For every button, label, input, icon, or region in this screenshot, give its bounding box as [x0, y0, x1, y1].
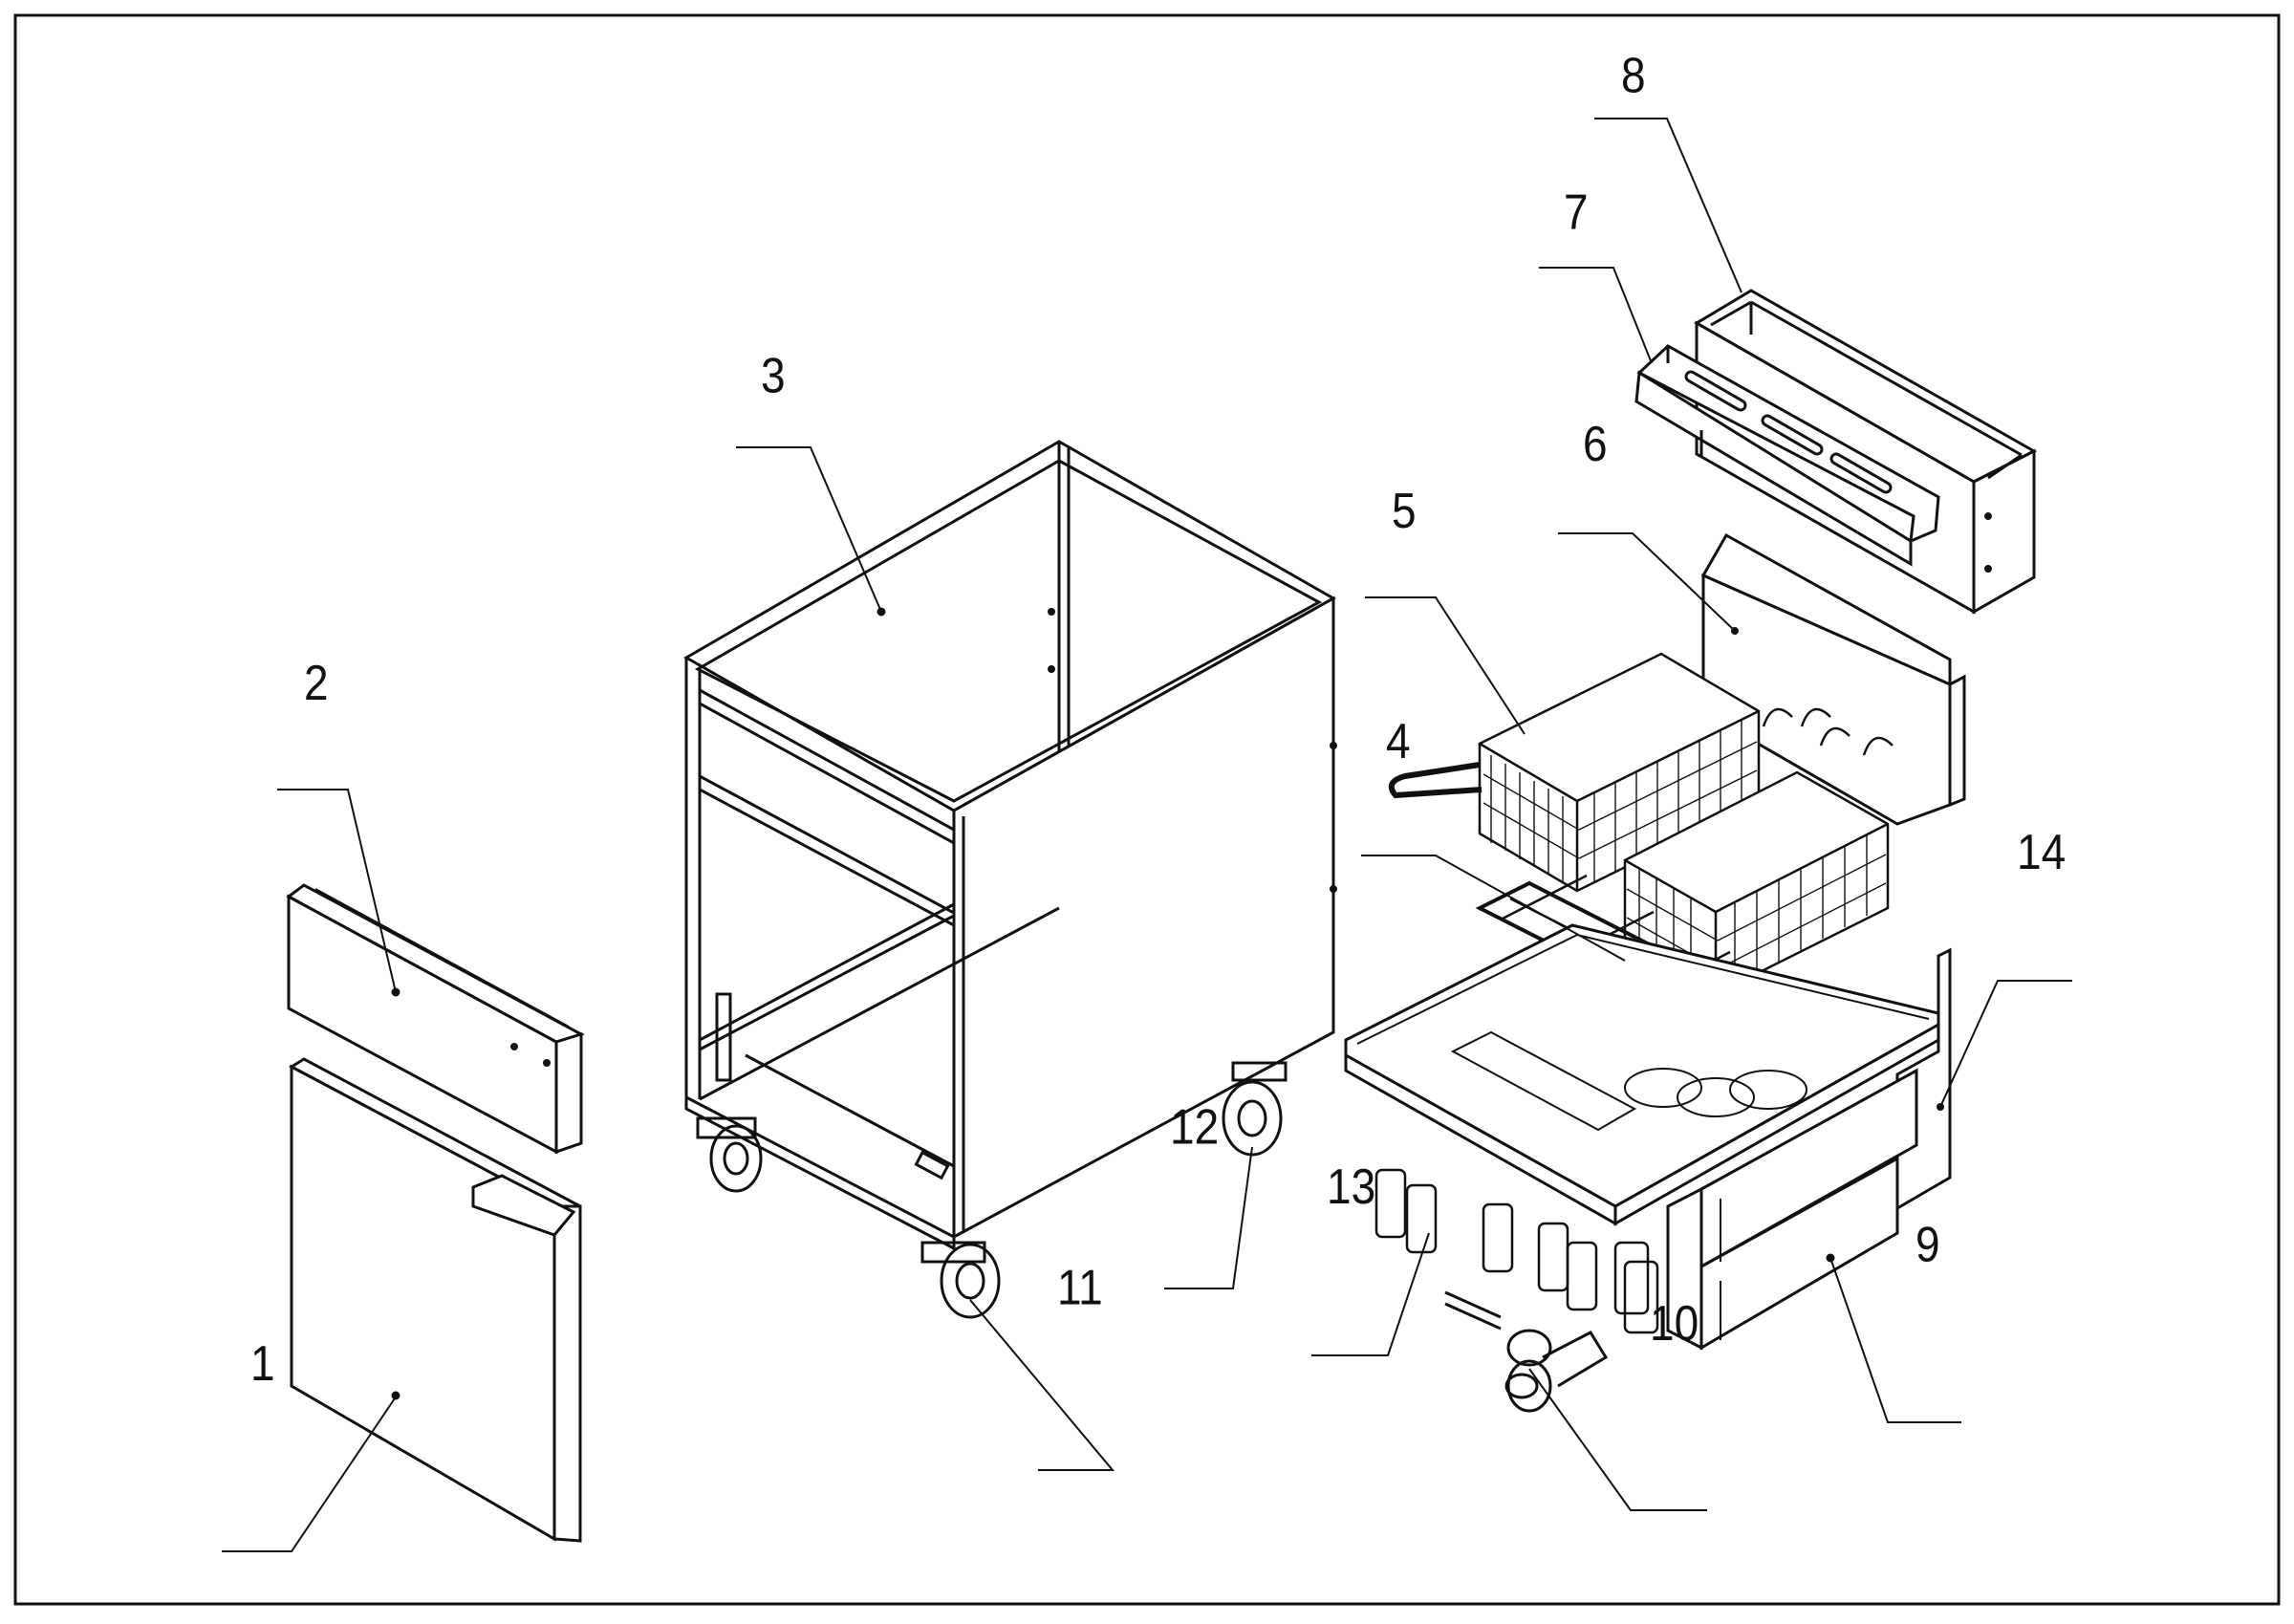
caster-rear-right — [1222, 1061, 1288, 1157]
callout-2: 2 — [304, 657, 329, 711]
leader-3 — [736, 446, 882, 613]
leader-lines — [222, 118, 2072, 1552]
callout-8: 8 — [1621, 49, 1646, 103]
leader-8 — [1594, 118, 1742, 293]
part-splash-panel — [1700, 532, 1966, 826]
leader-10 — [1528, 1368, 1707, 1511]
part-cabinet-frame — [682, 440, 1337, 1319]
part-top-panel — [286, 883, 585, 1155]
leader-11 — [969, 1299, 1115, 1471]
caster-front-left — [696, 1116, 763, 1193]
callout-13: 13 — [1327, 1160, 1375, 1215]
callout-1: 1 — [250, 1336, 275, 1391]
drawing-border — [13, 13, 2281, 1606]
leader-2 — [277, 789, 397, 993]
callout-9: 9 — [1915, 1218, 1940, 1272]
part-fryer-body — [1344, 923, 1952, 1413]
part-door-panel — [288, 1057, 582, 1543]
leader-9 — [1829, 1257, 1961, 1423]
leader-7 — [1539, 267, 1653, 364]
callout-7: 7 — [1564, 185, 1589, 240]
callout-4: 4 — [1386, 715, 1411, 769]
callout-labels: 1 2 3 4 5 6 7 8 9 10 11 12 13 14 — [250, 49, 2066, 1391]
leader-1 — [222, 1395, 398, 1552]
leader-4 — [1361, 855, 1626, 962]
leader-13 — [1311, 1232, 1430, 1356]
callout-5: 5 — [1392, 484, 1417, 538]
callout-10: 10 — [1650, 1296, 1699, 1351]
leader-14 — [1939, 980, 2072, 1108]
callout-14: 14 — [2017, 826, 2066, 880]
leader-5 — [1365, 596, 1526, 735]
caster-front-right — [920, 1241, 1001, 1319]
part-flue-deflector — [1634, 344, 1940, 567]
callout-12: 12 — [1170, 1100, 1219, 1155]
callout-6: 6 — [1583, 418, 1608, 472]
callout-3: 3 — [761, 349, 786, 403]
leader-6 — [1558, 532, 1736, 632]
leader-12 — [1164, 1146, 1253, 1289]
callout-11: 11 — [1057, 1261, 1103, 1315]
